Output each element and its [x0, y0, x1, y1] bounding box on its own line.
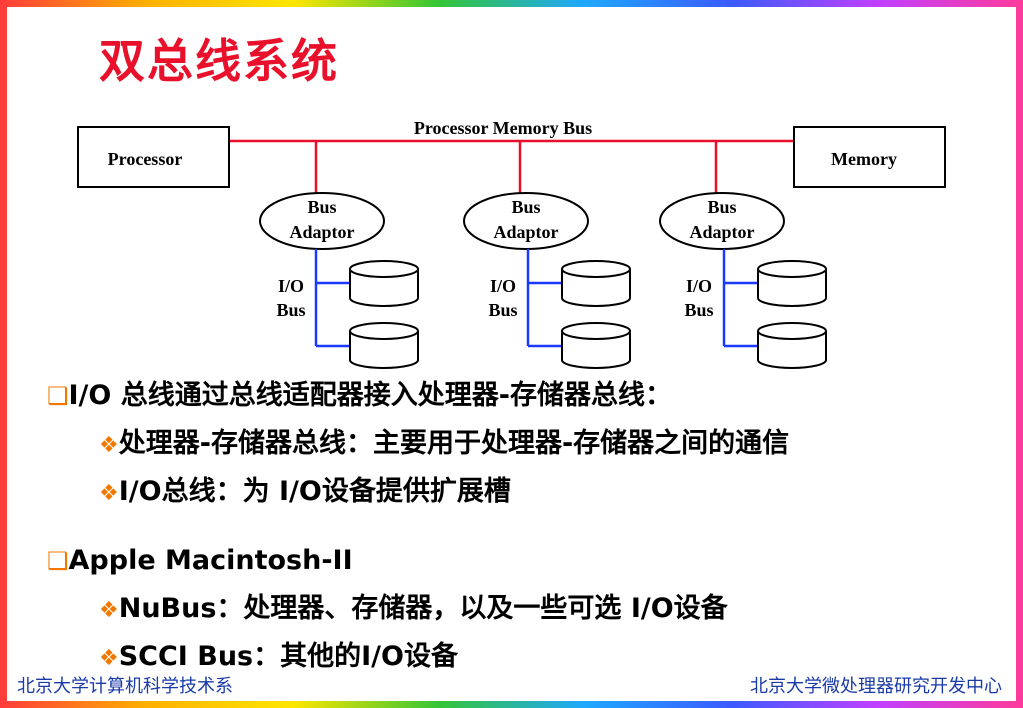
memory-box	[793, 126, 946, 188]
bus-adaptor-1-line2: Adaptor	[289, 222, 354, 242]
diamond-bullet-icon: ❖	[99, 433, 119, 458]
bus-adaptor-1-line1: Bus	[307, 197, 336, 217]
processor-box	[77, 126, 230, 188]
disk-icon	[349, 322, 419, 369]
footer-left: 北京大学计算机科学技术系	[17, 676, 233, 697]
disk-icon	[561, 322, 631, 369]
square-bullet-icon: ❑	[47, 382, 69, 410]
bullet-item: ❑Apple Macintosh-II	[47, 545, 353, 576]
processor-label: Processor	[108, 149, 183, 169]
disk-icon	[349, 260, 419, 307]
bus-diagram: Processor Memory Bus Processor Memory Bu…	[77, 118, 946, 369]
bus-adaptor-3-line2: Adaptor	[689, 222, 754, 242]
bus-adaptor-2	[463, 192, 589, 250]
sub-bullet-item: ❖SCCI Bus：其他的I/O设备	[99, 641, 458, 672]
io-bus-1-line2: Bus	[276, 300, 305, 320]
sub-bullet-item: ❖I/O总线：为 I/O设备提供扩展槽	[99, 476, 511, 507]
io-bus-2-line2: Bus	[488, 300, 517, 320]
square-bullet-icon: ❑	[47, 547, 69, 575]
io-bus-3-line2: Bus	[684, 300, 713, 320]
sub-bullet-item: ❖NuBus：处理器、存储器，以及一些可选 I/O设备	[99, 593, 728, 624]
processor-memory-bus-label: Processor Memory Bus	[414, 118, 592, 138]
footer-right: 北京大学微处理器研究开发中心	[750, 676, 1002, 697]
bus-adaptor-1	[259, 192, 385, 250]
bus-adaptor-2-line2: Adaptor	[493, 222, 558, 242]
memory-label: Memory	[831, 149, 897, 169]
io-bus-1-line1: I/O	[278, 276, 304, 296]
diamond-bullet-icon: ❖	[99, 481, 119, 506]
disk-icon	[757, 260, 827, 307]
bus-adaptor-3-line1: Bus	[707, 197, 736, 217]
slide: 双总线系统 Processor Memory Bus Processor Mem…	[7, 7, 1016, 701]
bullet-item: ❑I/O 总线通过总线适配器接入处理器-存储器总线：	[47, 380, 672, 411]
io-bus-3-line1: I/O	[686, 276, 712, 296]
bus-adaptor-2-line1: Bus	[511, 197, 540, 217]
disk-icon	[561, 260, 631, 307]
diamond-bullet-icon: ❖	[99, 598, 119, 623]
sub-bullet-item: ❖处理器-存储器总线：主要用于处理器-存储器之间的通信	[99, 428, 790, 459]
io-bus-2-line1: I/O	[490, 276, 516, 296]
bus-adaptor-3	[659, 192, 785, 250]
diamond-bullet-icon: ❖	[99, 646, 119, 671]
disk-icon	[757, 322, 827, 369]
slide-title: 双总线系统	[99, 34, 339, 88]
